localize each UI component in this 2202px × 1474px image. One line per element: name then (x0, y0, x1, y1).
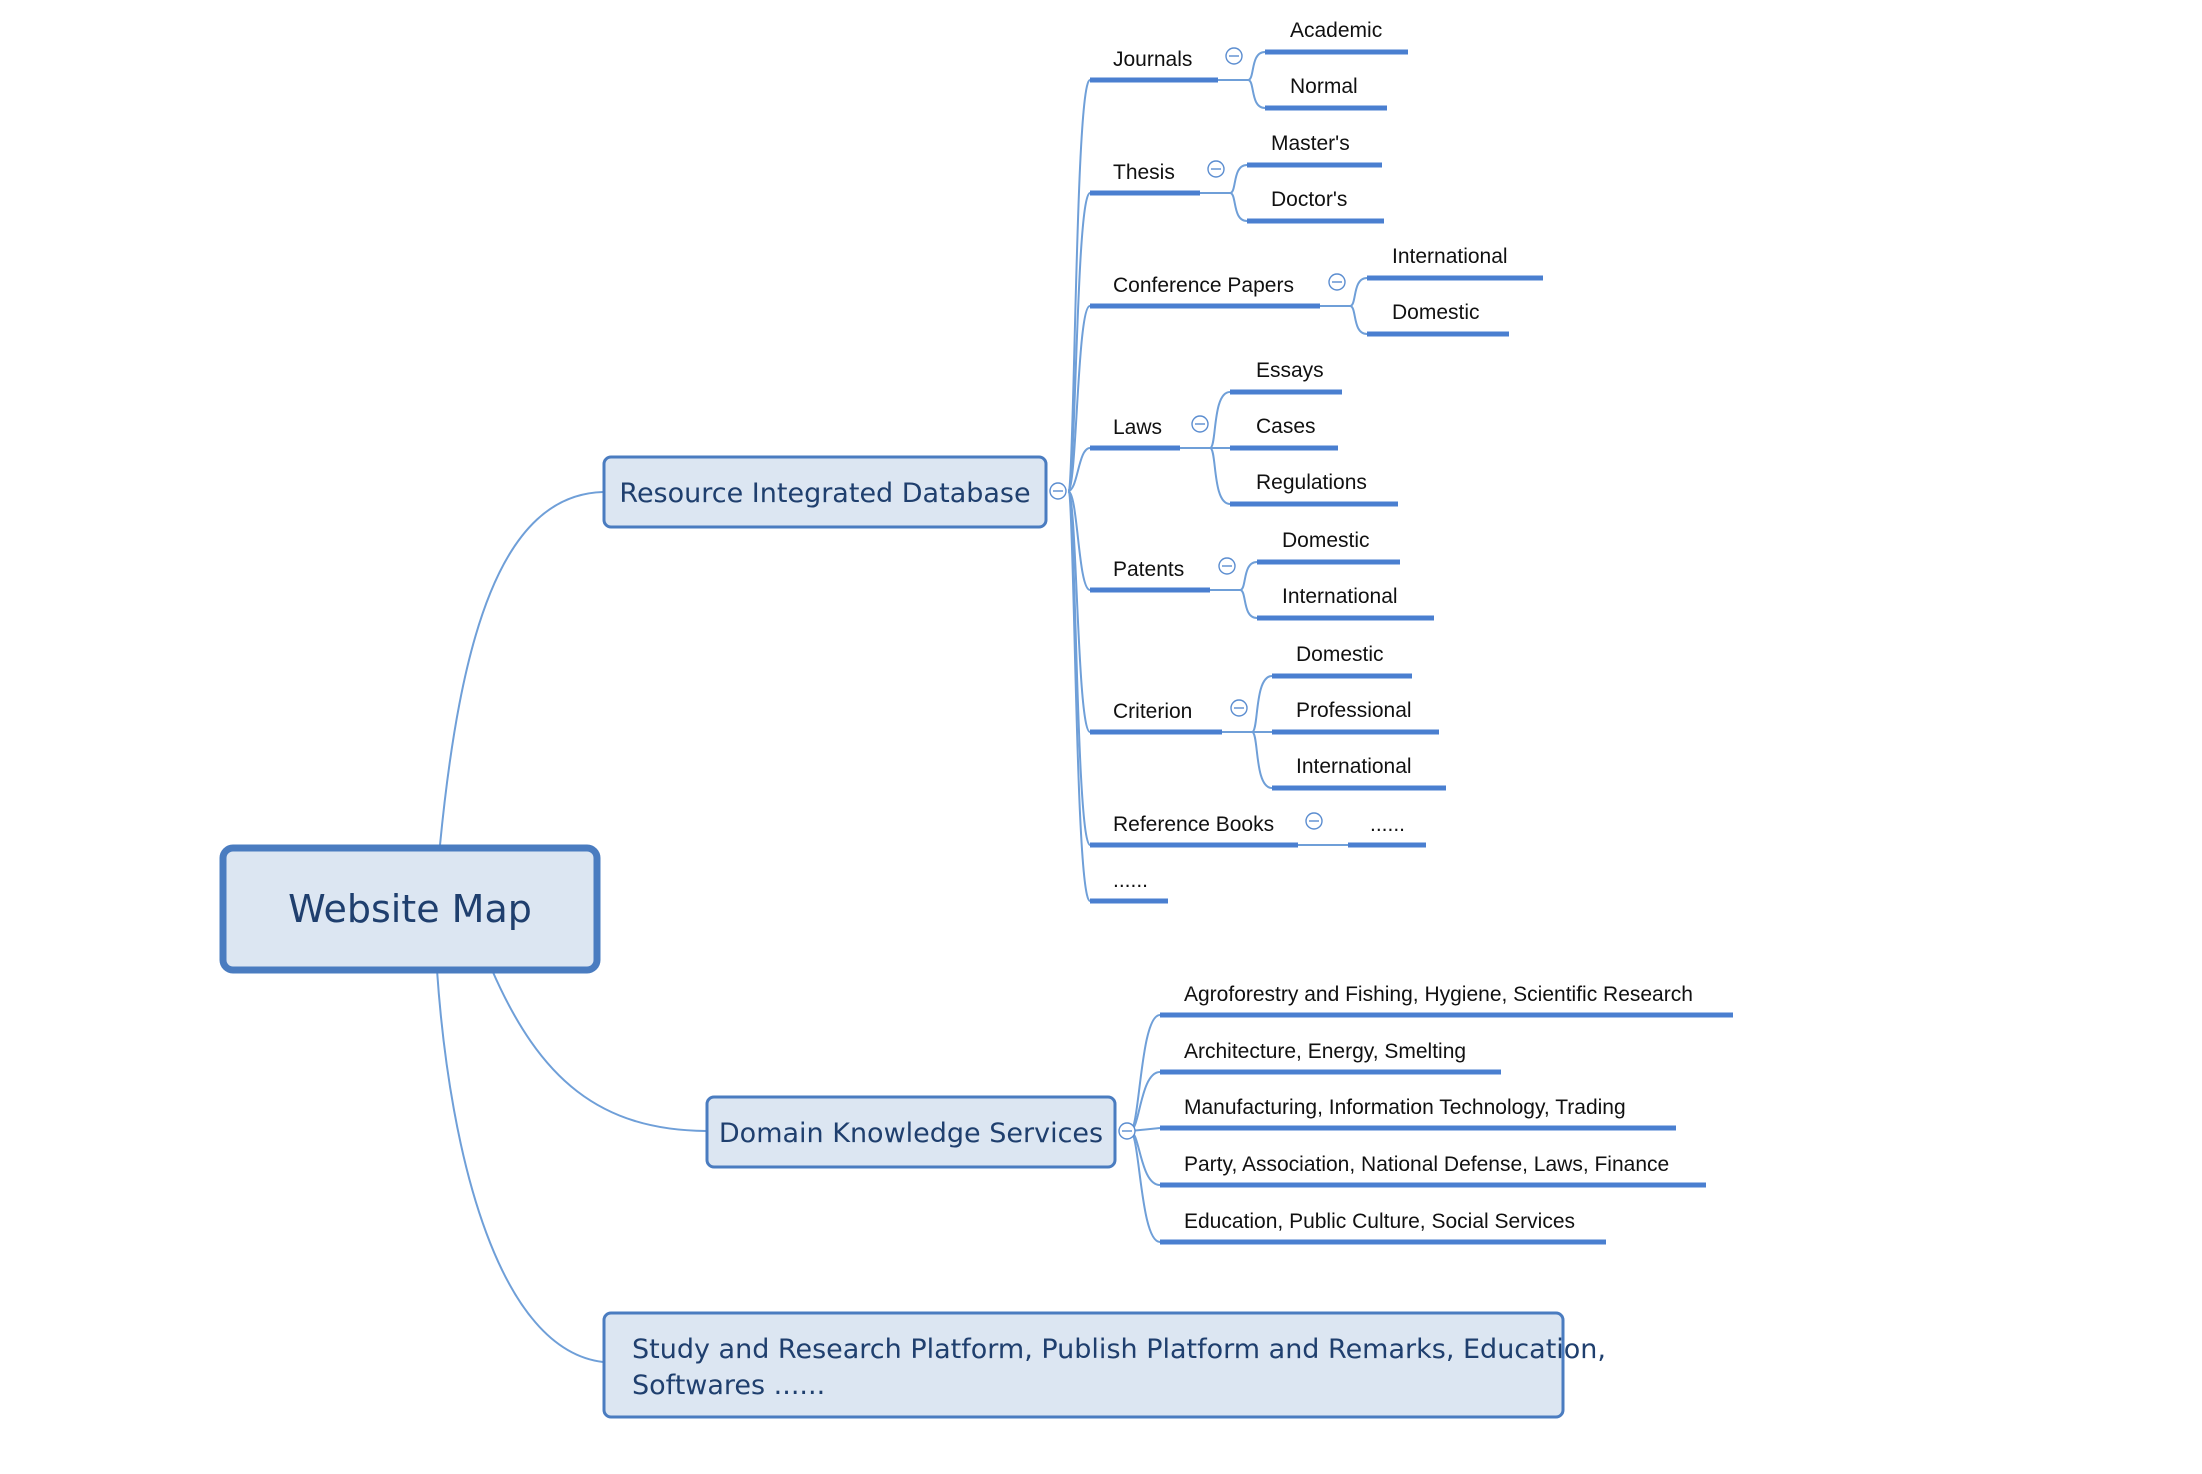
domain-item-agroforestry[interactable]: Agroforestry and Fishing, Hygiene, Scien… (1160, 983, 1733, 1018)
domain-item-education[interactable]: Education, Public Culture, Social Servic… (1160, 1210, 1606, 1245)
subtopic-academic[interactable]: Academic (1265, 19, 1408, 55)
root-to-resource-connector (439, 491, 604, 846)
subtopic-patents-domestic[interactable]: Domestic (1257, 529, 1400, 565)
svg-text:Laws: Laws (1113, 416, 1162, 439)
svg-text:Essays: Essays (1256, 359, 1324, 382)
subtopic-regulations[interactable]: Regulations (1230, 471, 1398, 507)
resource-branch-connectors (1067, 79, 1091, 902)
root-to-domain-connector (491, 969, 707, 1132)
svg-text:Master's: Master's (1271, 132, 1350, 155)
svg-text:Domestic: Domestic (1392, 301, 1480, 324)
platform-node[interactable]: Study and Research Platform, Publish Pla… (602, 1311, 1606, 1419)
svg-text:Domestic: Domestic (1282, 529, 1370, 552)
topic-laws[interactable]: Laws (1090, 416, 1180, 451)
svg-text:Cases: Cases (1256, 415, 1316, 438)
svg-text:Regulations: Regulations (1256, 471, 1367, 494)
topic-more[interactable]: ...... (1090, 869, 1168, 904)
platform-label-line1: Study and Research Platform, Publish Pla… (632, 1334, 1606, 1365)
subtopic-doctors[interactable]: Doctor's (1247, 188, 1384, 224)
svg-text:Architecture, Energy, Smelting: Architecture, Energy, Smelting (1184, 1040, 1466, 1063)
root-to-platform-connector (436, 969, 604, 1363)
resource-integrated-database-label: Resource Integrated Database (619, 478, 1030, 509)
svg-text:Agroforestry and Fishing, Hygi: Agroforestry and Fishing, Hygiene, Scien… (1184, 983, 1693, 1006)
resource-subitem-connectors (1180, 51, 1368, 846)
domain-item-manufacturing[interactable]: Manufacturing, Information Technology, T… (1160, 1096, 1676, 1131)
journals-collapse-toggle-icon[interactable] (1225, 47, 1243, 65)
subtopic-criterion-domestic[interactable]: Domestic (1272, 643, 1412, 679)
svg-text:Patents: Patents (1113, 558, 1184, 581)
subtopic-cases[interactable]: Cases (1230, 415, 1338, 451)
svg-text:Reference Books: Reference Books (1113, 813, 1274, 836)
svg-text:International: International (1296, 755, 1412, 778)
patents-collapse-toggle-icon[interactable] (1218, 557, 1236, 575)
svg-text:Party, Association, National D: Party, Association, National Defense, La… (1184, 1153, 1669, 1176)
subtopic-masters[interactable]: Master's (1247, 132, 1382, 168)
subtopic-criterion-professional[interactable]: Professional (1272, 699, 1439, 735)
topic-thesis[interactable]: Thesis (1090, 161, 1200, 196)
svg-text:......: ...... (1113, 869, 1148, 892)
svg-text:Domestic: Domestic (1296, 643, 1384, 666)
resource-integrated-database-node[interactable]: Resource Integrated Database (602, 455, 1048, 529)
topic-patents[interactable]: Patents (1090, 558, 1210, 593)
domain-knowledge-services-node[interactable]: Domain Knowledge Services (705, 1095, 1117, 1169)
subtopic-patents-international[interactable]: International (1257, 585, 1434, 621)
domain-knowledge-services-label: Domain Knowledge Services (719, 1118, 1103, 1149)
svg-text:Education, Public Culture, Soc: Education, Public Culture, Social Servic… (1184, 1210, 1575, 1233)
resource-collapse-toggle-icon[interactable] (1049, 482, 1067, 500)
svg-text:Professional: Professional (1296, 699, 1412, 722)
domain-item-party[interactable]: Party, Association, National Defense, La… (1160, 1153, 1706, 1188)
svg-text:Normal: Normal (1290, 75, 1358, 98)
svg-text:Thesis: Thesis (1113, 161, 1175, 184)
root-node[interactable]: Website Map (219, 844, 601, 974)
subtopic-essays[interactable]: Essays (1230, 359, 1342, 395)
reference-books-collapse-toggle-icon[interactable] (1305, 812, 1323, 830)
domain-item-architecture[interactable]: Architecture, Energy, Smelting (1160, 1040, 1501, 1075)
subtopic-conference-domestic[interactable]: Domestic (1367, 301, 1509, 337)
subtopic-conference-international[interactable]: International (1367, 245, 1543, 281)
topic-journals[interactable]: Journals (1090, 48, 1218, 83)
svg-text:......: ...... (1370, 813, 1405, 836)
root-label: Website Map (288, 887, 532, 931)
svg-text:International: International (1282, 585, 1398, 608)
subtopic-reference-books-more[interactable]: ...... (1348, 813, 1426, 848)
topic-criterion[interactable]: Criterion (1090, 700, 1222, 735)
laws-collapse-toggle-icon[interactable] (1191, 415, 1209, 433)
svg-text:Journals: Journals (1113, 48, 1192, 71)
svg-text:International: International (1392, 245, 1508, 268)
conference-papers-collapse-toggle-icon[interactable] (1328, 273, 1346, 291)
svg-text:Criterion: Criterion (1113, 700, 1192, 723)
svg-text:Doctor's: Doctor's (1271, 188, 1347, 211)
criterion-collapse-toggle-icon[interactable] (1230, 699, 1248, 717)
thesis-collapse-toggle-icon[interactable] (1207, 160, 1225, 178)
platform-label-line2: Softwares ...... (632, 1370, 825, 1401)
subtopic-normal[interactable]: Normal (1265, 75, 1387, 111)
subtopic-criterion-international[interactable]: International (1272, 755, 1446, 791)
svg-text:Conference Papers: Conference Papers (1113, 274, 1294, 297)
topic-reference-books[interactable]: Reference Books (1090, 813, 1298, 848)
domain-collapse-toggle-icon[interactable] (1118, 1122, 1136, 1140)
svg-text:Academic: Academic (1290, 19, 1382, 42)
svg-text:Manufacturing, Information Tec: Manufacturing, Information Technology, T… (1184, 1096, 1626, 1119)
topic-conference-papers[interactable]: Conference Papers (1090, 274, 1320, 309)
